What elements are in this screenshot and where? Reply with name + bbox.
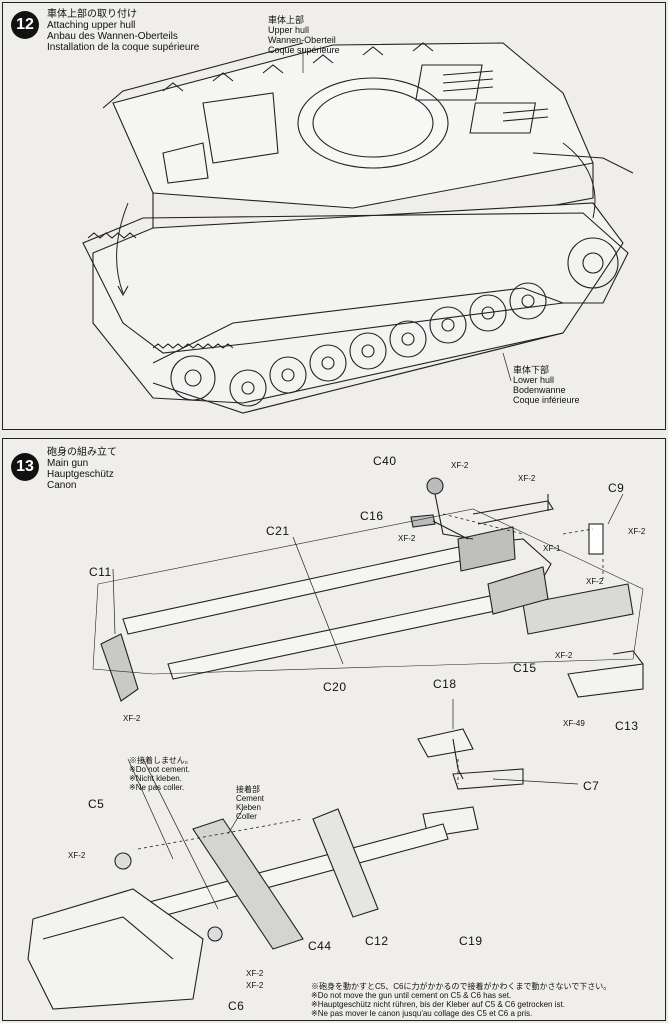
- step-12-panel: 12 車体上部の取り付け Attaching upper hull Anbau …: [2, 2, 666, 430]
- paint-xf2-c15-lower: XF-2: [555, 651, 573, 660]
- part-c7: C7: [583, 779, 600, 793]
- title-jp: 車体上部の取り付け: [47, 9, 137, 20]
- part-c44: C44: [308, 939, 332, 953]
- paint-xf2-c9: XF-2: [628, 527, 646, 536]
- step-number: 13: [11, 453, 39, 481]
- part-c16: C16: [360, 509, 384, 523]
- title-en: Main gun: [47, 458, 89, 469]
- part-c20: C20: [323, 680, 347, 694]
- paint-xf2-c40: XF-2: [451, 461, 469, 470]
- title-de: Anbau des Wannen-Oberteils: [47, 31, 178, 42]
- part-c18: C18: [433, 677, 457, 691]
- title-en: Attaching upper hull: [47, 20, 136, 31]
- upper-hull-label: 車体上部 Upper hull Wannen-Oberteil Coque su…: [268, 15, 340, 55]
- part-c6: C6: [228, 999, 245, 1013]
- paint-xf2-c5: XF-2: [68, 851, 86, 860]
- paint-xf49: XF-49: [563, 719, 585, 728]
- step-13-panel: 13 砲身の組み立て Main gun Hauptgeschütz Canon: [2, 438, 666, 1021]
- no-cement-note: ※接着しません。 ※Do not cement. ※Nicht kleben. …: [129, 756, 193, 792]
- paint-xf2-c15: XF-2: [586, 577, 604, 586]
- title-fr: Canon: [47, 480, 77, 491]
- part-c15: C15: [513, 661, 537, 675]
- title-de: Hauptgeschütz: [47, 469, 114, 480]
- bottom-note: ※砲身を動かすとC5、C6に力がかかるので接着がかわくまで動かさないで下さい。 …: [311, 982, 612, 1018]
- title-jp: 砲身の組み立て: [47, 447, 117, 458]
- part-c19: C19: [459, 934, 483, 948]
- part-c21: C21: [266, 524, 290, 538]
- title-fr: Installation de la coque supérieure: [47, 42, 200, 53]
- paint-xf2-c6-a: XF-2: [246, 969, 264, 978]
- cement-note: 接着部 Cement Kleben Coller: [236, 785, 265, 821]
- step-title: 砲身の組み立て Main gun Hauptgeschütz Canon: [47, 447, 117, 491]
- part-c12: C12: [365, 934, 389, 948]
- paint-xf2-c11: XF-2: [123, 714, 141, 723]
- part-c11: C11: [89, 565, 112, 579]
- paint-xf2-rod: XF-2: [518, 474, 536, 483]
- step-title: 車体上部の取り付け Attaching upper hull Anbau des…: [47, 9, 199, 53]
- part-c5: C5: [88, 797, 105, 811]
- lower-hull-label: 車体下部 Lower hull Bodenwanne Coque inférie…: [513, 365, 580, 405]
- part-c40: C40: [373, 454, 397, 468]
- part-c9: C9: [608, 481, 625, 495]
- paint-xf2-c16: XF-2: [398, 534, 416, 543]
- upper-hull-drawing: [82, 42, 634, 414]
- step-number: 12: [11, 11, 39, 39]
- main-gun-drawing: [27, 477, 644, 1010]
- paint-xf1: XF-1: [543, 544, 561, 553]
- part-c13: C13: [615, 719, 639, 733]
- paint-xf2-c6-b: XF-2: [246, 981, 264, 990]
